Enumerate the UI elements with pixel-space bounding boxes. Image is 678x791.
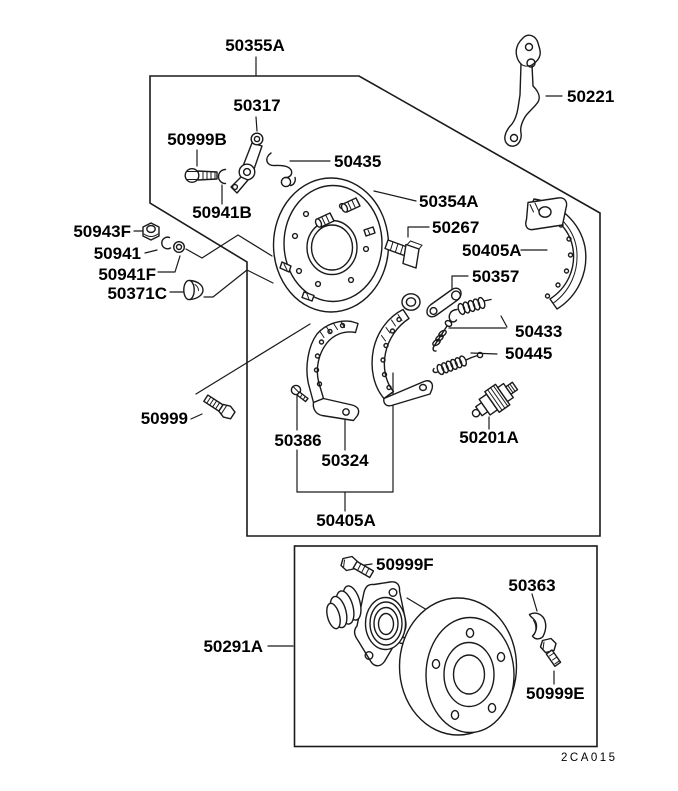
- brake-shoe-left-drawing: [306, 320, 360, 422]
- hub-bolt-drawing: [340, 555, 375, 579]
- parking-lever-drawing: [230, 132, 264, 194]
- part-label-50941B: 50941B: [192, 203, 252, 222]
- part-label-50201A: 50201A: [459, 428, 519, 447]
- part-label-50267: 50267: [432, 218, 479, 237]
- plug-drawing: [183, 279, 204, 301]
- brake-shoe-right-drawing: [525, 197, 587, 310]
- drum-clip-drawing: [528, 612, 547, 640]
- part-label-50355A: 50355A: [225, 36, 285, 55]
- drawing-code: 2CA015: [561, 752, 618, 764]
- washer-drawing: [172, 240, 185, 253]
- hub-assembly-box: [293, 545, 598, 748]
- part-label-50999E: 50999E: [526, 684, 585, 703]
- part-label-50943F: 50943F: [73, 222, 131, 241]
- hold-pin-drawing: [432, 319, 453, 352]
- part-label-50363: 50363: [508, 576, 555, 595]
- brake-drum-drawing: [398, 597, 518, 736]
- snap-ring-drawing: [161, 236, 172, 250]
- part-label-50405A-bottom: 50405A: [316, 511, 376, 530]
- hub-bearing-drawing: [326, 581, 407, 667]
- part-label-50405A-right: 50405A: [462, 241, 522, 260]
- wheel-cylinder-drawing: [471, 381, 519, 418]
- part-label-50999: 50999: [141, 409, 188, 428]
- plate-bolt-drawing: [384, 239, 423, 269]
- part-label-50941: 50941: [94, 244, 141, 263]
- part-label-50291A: 50291A: [203, 637, 263, 656]
- spring-clip-drawing: [266, 152, 296, 188]
- part-label-50999F: 50999F: [376, 555, 434, 574]
- part-label-50386: 50386: [274, 431, 321, 450]
- part-label-50354A: 50354A: [419, 192, 479, 211]
- anchor-bolt-drawing: [203, 394, 236, 420]
- leader-lines: [133, 56, 563, 685]
- part-label-50317: 50317: [233, 96, 280, 115]
- part-label-50371C: 50371C: [107, 284, 167, 303]
- part-label-50999B: 50999B: [167, 130, 227, 149]
- part-label-50435: 50435: [334, 152, 381, 171]
- part-labels: 50355A 50221 50317 50999B 50435 50941B 5…: [73, 36, 618, 764]
- brake-shoe-middle-drawing: [371, 293, 434, 407]
- main-assembly-box: [149, 75, 601, 537]
- bracket-drawing: [504, 34, 541, 147]
- nut-drawing: [142, 222, 160, 241]
- hold-spring-drawing: [448, 296, 492, 323]
- lever-bolt-drawing: [184, 167, 218, 183]
- adjuster-spring-drawing: [432, 351, 484, 376]
- strut-drawing: [426, 287, 462, 318]
- backing-plate-drawing: [272, 177, 390, 313]
- part-label-50357: 50357: [472, 267, 519, 286]
- part-label-50445: 50445: [505, 344, 552, 363]
- drum-bolt-drawing: [539, 637, 562, 667]
- shoe-screw-drawing: [290, 384, 309, 403]
- lever-clip-drawing: [217, 168, 227, 185]
- part-label-50221: 50221: [567, 87, 614, 106]
- part-label-50324: 50324: [321, 451, 369, 470]
- part-label-50941F: 50941F: [98, 265, 156, 284]
- part-label-50433: 50433: [515, 322, 562, 341]
